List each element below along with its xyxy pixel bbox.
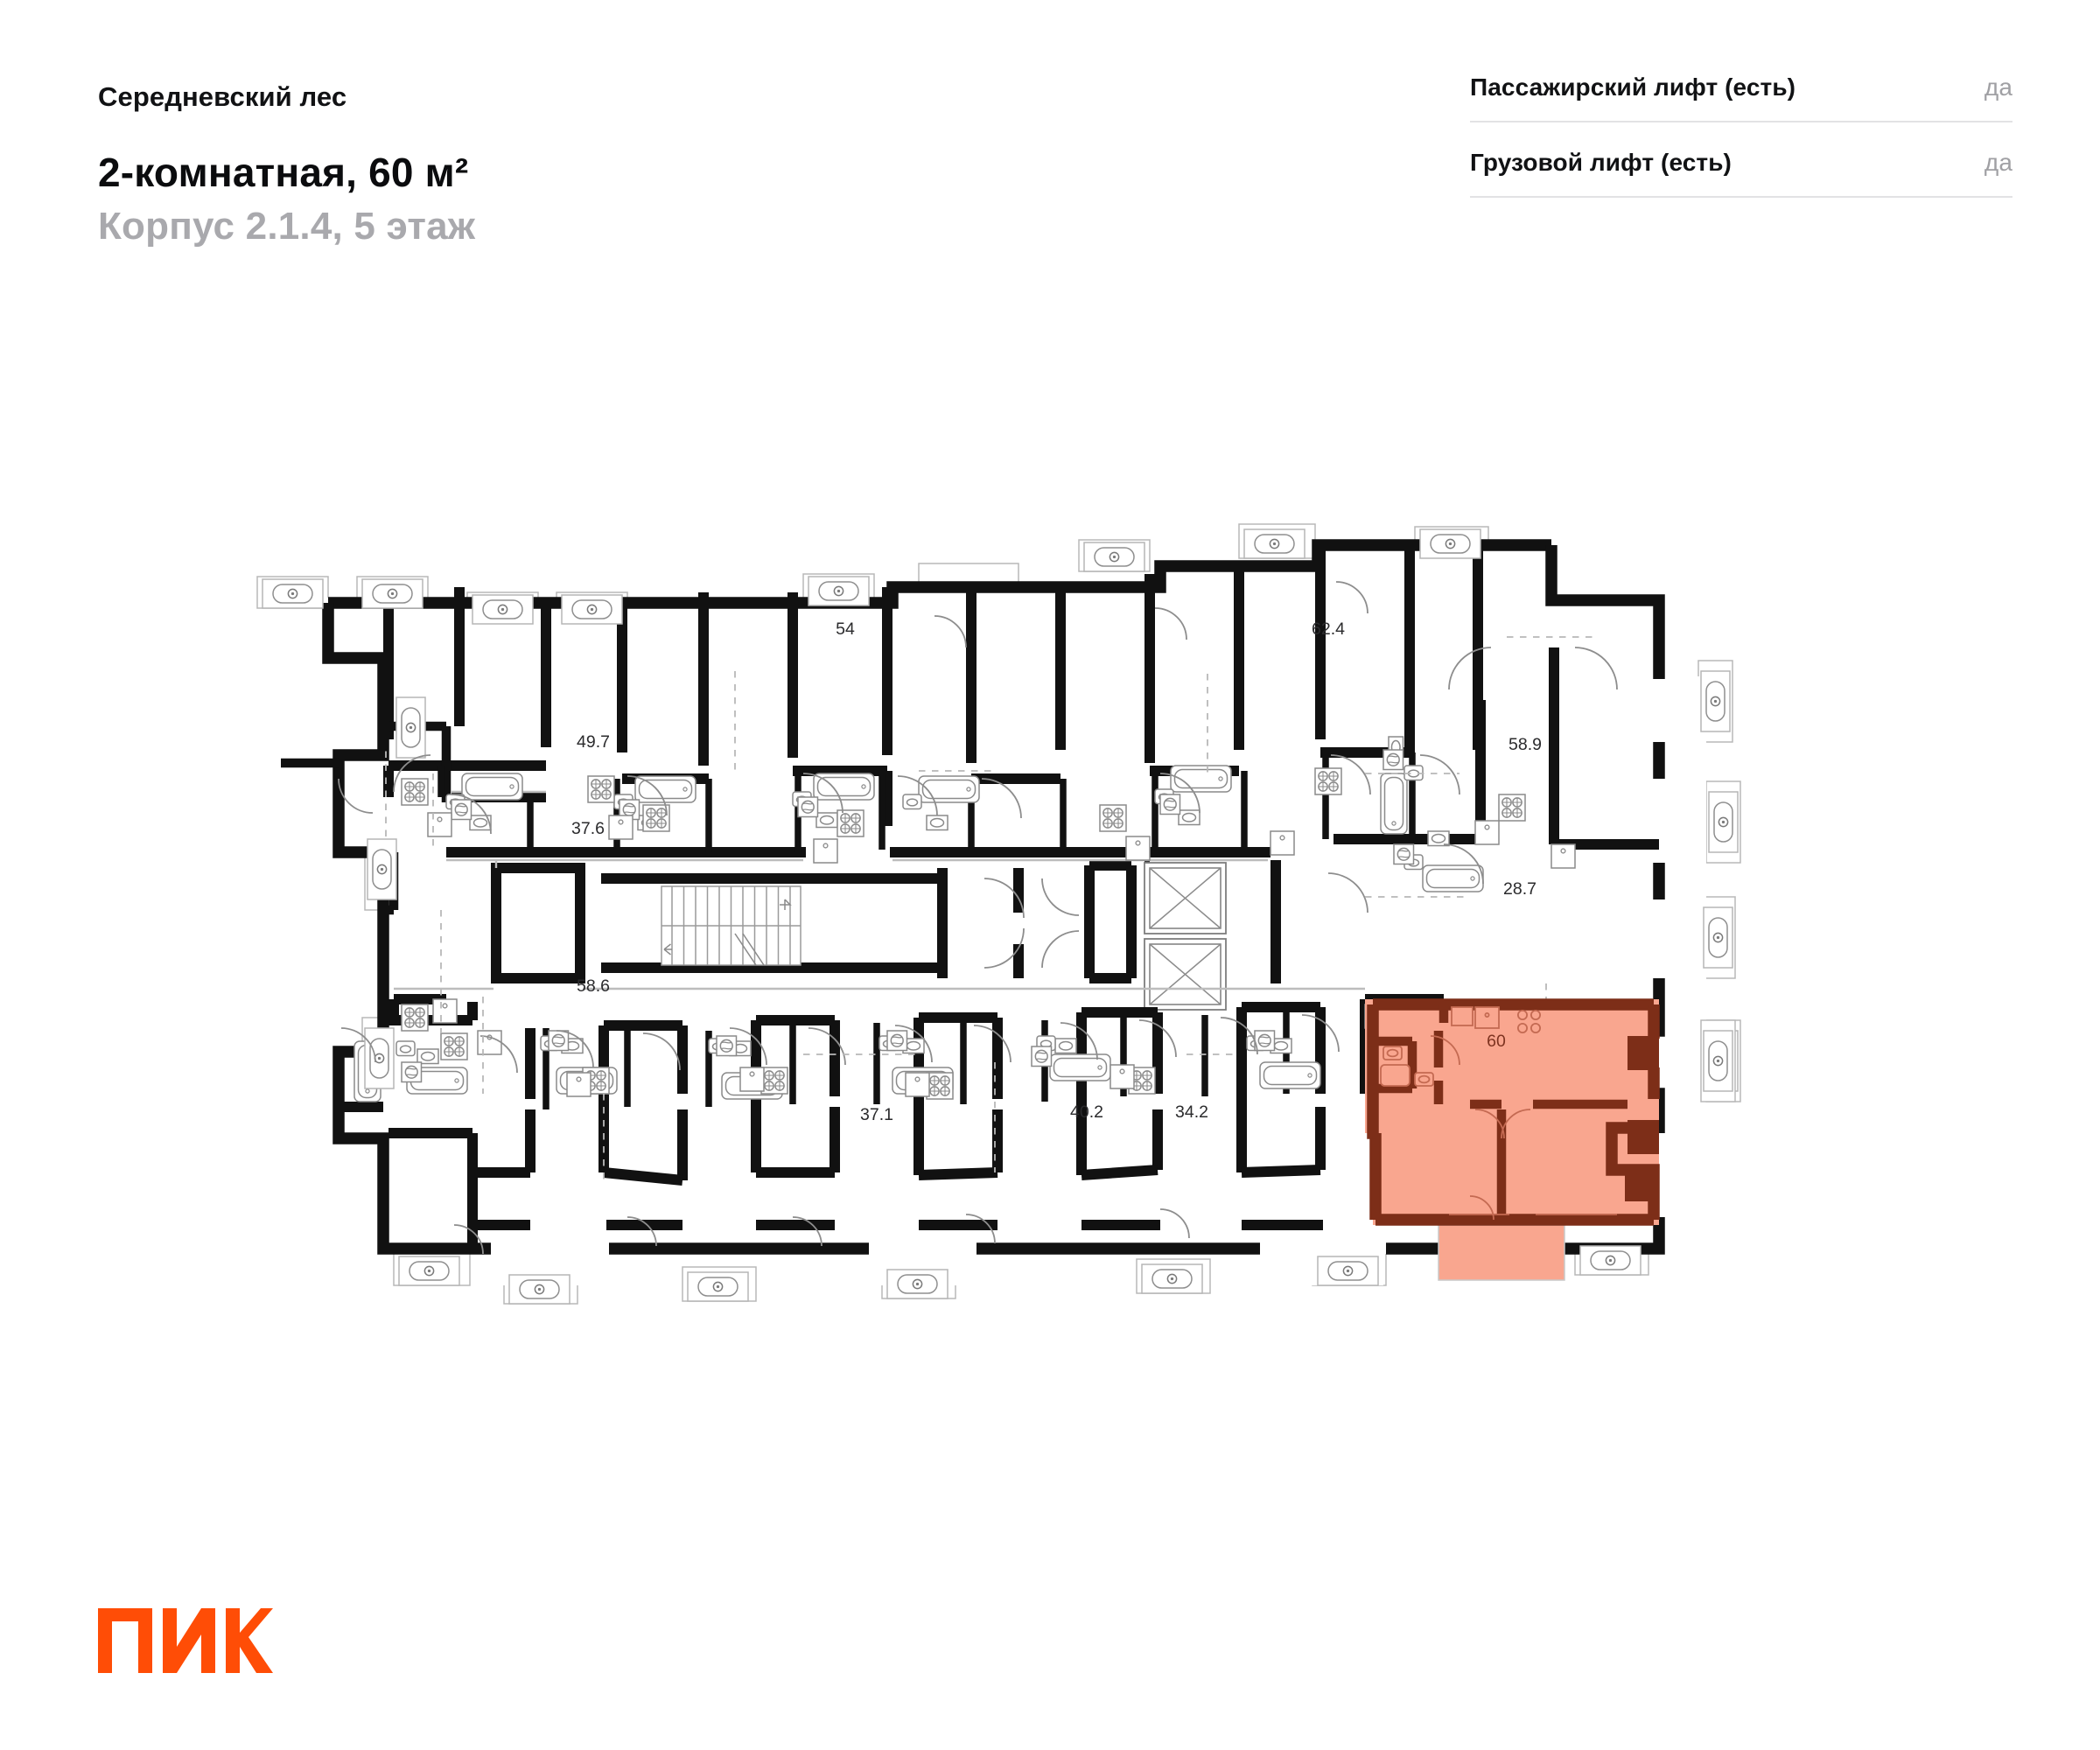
area-label: 34.2 [1175, 1102, 1208, 1122]
core-walls [491, 858, 1281, 984]
pik-logo-mark [98, 1608, 273, 1673]
area-label: 54 [836, 620, 855, 639]
door-swings [338, 581, 1618, 1255]
highlighted-area-label: 60 [1487, 1032, 1506, 1051]
spec-value: да [1984, 74, 2012, 101]
area-label: 37.1 [860, 1105, 893, 1124]
spec-label: Пассажирский лифт (есть) [1470, 74, 1796, 101]
project-name: Середневский лес [98, 81, 347, 112]
specs-panel: Пассажирский лифт (есть) да Грузовой лиф… [1470, 68, 2012, 198]
area-labels: 49.7 54 62.4 58.9 37.6 28.7 58.6 37.1 40… [571, 620, 1542, 1124]
area-label: 58.6 [577, 976, 610, 996]
area-label: 40.2 [1070, 1102, 1103, 1122]
area-label: 58.9 [1508, 735, 1542, 754]
area-label: 37.6 [571, 819, 605, 838]
spec-label: Грузовой лифт (есть) [1470, 149, 1732, 176]
page-subtitle: Корпус 2.1.4, 5 этаж [98, 205, 476, 248]
spec-row-passenger-lift: Пассажирский лифт (есть) да [1470, 68, 2012, 122]
page-title: 2-комнатная, 60 м² [98, 150, 469, 196]
highlighted-apartment[interactable]: 60 [1365, 998, 1736, 1281]
highlight-fixtures [1380, 1006, 1541, 1087]
floor-plan[interactable]: 60 49.7 54 62.4 58.9 37.6 28.7 58.6 37.1… [0, 516, 2100, 1461]
area-label: 49.7 [577, 732, 610, 752]
area-label: 28.7 [1503, 879, 1536, 899]
floor-plan-svg[interactable]: 60 49.7 54 62.4 58.9 37.6 28.7 58.6 37.1… [0, 516, 2100, 1461]
pik-logo [98, 1608, 273, 1673]
spec-value: да [1984, 149, 2012, 176]
area-label: 62.4 [1312, 620, 1345, 639]
staircase [661, 886, 802, 966]
spec-row-cargo-lift: Грузовой лифт (есть) да [1470, 122, 2012, 198]
header-left: Середневский лес 2-комнатная, 60 м² Корп… [98, 80, 973, 249]
